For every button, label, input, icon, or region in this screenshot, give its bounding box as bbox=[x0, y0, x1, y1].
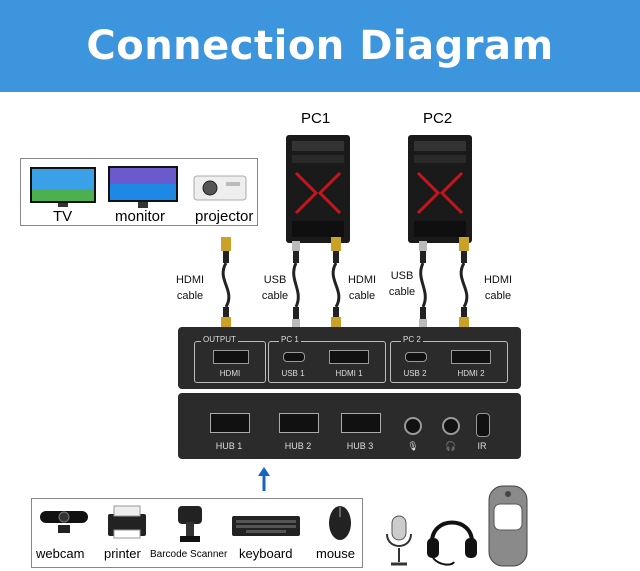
pc2-usb-label: USB 2 bbox=[403, 369, 427, 378]
pc2-usb-cable bbox=[419, 241, 427, 329]
peripheral-label-mouse: mouse bbox=[316, 546, 356, 561]
ir-label: IR bbox=[477, 441, 487, 451]
headset-icon bbox=[427, 520, 477, 566]
hub2-label: HUB 2 bbox=[284, 441, 312, 451]
printer-icon bbox=[108, 505, 146, 539]
pc1-hdmi-label: HDMI 1 bbox=[335, 369, 363, 378]
hub1-usb-port bbox=[210, 413, 250, 433]
pc2-port-group: PC 2 USB 2 HDMI 2 bbox=[390, 335, 508, 383]
pc2-tower-icon bbox=[408, 135, 472, 243]
pc1-hdmi-port bbox=[329, 350, 369, 364]
cable-label-output-hdmi: HDMI cable bbox=[175, 274, 205, 302]
tv-icon bbox=[30, 167, 96, 207]
mic-jack-icon: 🎙 bbox=[407, 441, 419, 451]
pc2-label: PC2 bbox=[423, 110, 453, 127]
output-hdmi-port bbox=[213, 350, 249, 364]
headphone-jack-icon: 🎧 bbox=[445, 441, 457, 451]
arrow-up-icon bbox=[258, 467, 270, 491]
output-hdmi-cable bbox=[221, 237, 231, 329]
hub1-label: HUB 1 bbox=[215, 441, 243, 451]
ir-receiver bbox=[476, 413, 490, 437]
switch-front-panel: HUB 1 HUB 2 HUB 3 🎙 🎧 IR bbox=[178, 393, 521, 459]
pc1-label: PC1 bbox=[301, 110, 331, 127]
title-banner: Connection Diagram bbox=[0, 0, 640, 92]
webcam-icon bbox=[40, 511, 88, 533]
keyboard-icon bbox=[232, 516, 300, 536]
mic-jack bbox=[404, 417, 422, 435]
headphone-jack bbox=[442, 417, 460, 435]
pc1-tower-icon bbox=[286, 135, 350, 243]
pc1-usb-label: USB 1 bbox=[281, 369, 305, 378]
pc1-hdmi-cable bbox=[331, 237, 341, 329]
peripheral-label-printer: printer bbox=[104, 546, 141, 561]
peripheral-label-webcam: webcam bbox=[36, 546, 85, 561]
hub3-usb-port bbox=[341, 413, 381, 433]
cable-label-pc2-hdmi: HDMI cable bbox=[483, 274, 513, 302]
cable-label-pc2-usb: USB cable bbox=[388, 270, 416, 298]
pc1-group-title: PC 1 bbox=[279, 335, 301, 344]
display-label-monitor: monitor bbox=[115, 208, 166, 225]
diagram-title: Connection Diagram bbox=[86, 23, 554, 69]
hub2-usb-port bbox=[279, 413, 319, 433]
peripheral-label-keyboard: keyboard bbox=[239, 546, 293, 561]
projector-icon bbox=[193, 175, 247, 201]
pc2-hdmi-port bbox=[451, 350, 491, 364]
output-group-title: OUTPUT bbox=[201, 335, 238, 344]
pc1-usb-port bbox=[283, 352, 305, 362]
cables bbox=[221, 237, 469, 329]
monitor-icon bbox=[108, 166, 178, 208]
barcode-scanner-icon bbox=[178, 506, 202, 542]
output-hdmi-label: HDMI bbox=[219, 369, 241, 378]
display-label-projector: projector bbox=[195, 208, 254, 225]
peripheral-label-barcode-scanner: Barcode Scanner bbox=[150, 549, 228, 560]
pc2-hdmi-label: HDMI 2 bbox=[457, 369, 485, 378]
cable-label-pc1-usb: USB cable bbox=[261, 274, 289, 302]
pc2-usb-port bbox=[405, 352, 427, 362]
pc1-port-group: PC 1 USB 1 HDMI 1 bbox=[268, 335, 386, 383]
pc2-hdmi-cable bbox=[459, 237, 469, 329]
cable-label-pc1-hdmi: HDMI cable bbox=[347, 274, 377, 302]
mouse-icon bbox=[329, 506, 351, 540]
microphone-icon bbox=[386, 515, 412, 566]
hub3-label: HUB 3 bbox=[346, 441, 374, 451]
switch-rear-panel: OUTPUT HDMI PC 1 USB 1 HDMI 1 PC 2 USB 2… bbox=[178, 327, 521, 389]
output-port-group: OUTPUT HDMI bbox=[194, 335, 266, 383]
pc2-group-title: PC 2 bbox=[401, 335, 423, 344]
remote-control-icon bbox=[488, 485, 528, 567]
pc1-usb-cable bbox=[292, 241, 300, 329]
display-label-tv: TV bbox=[53, 208, 73, 225]
